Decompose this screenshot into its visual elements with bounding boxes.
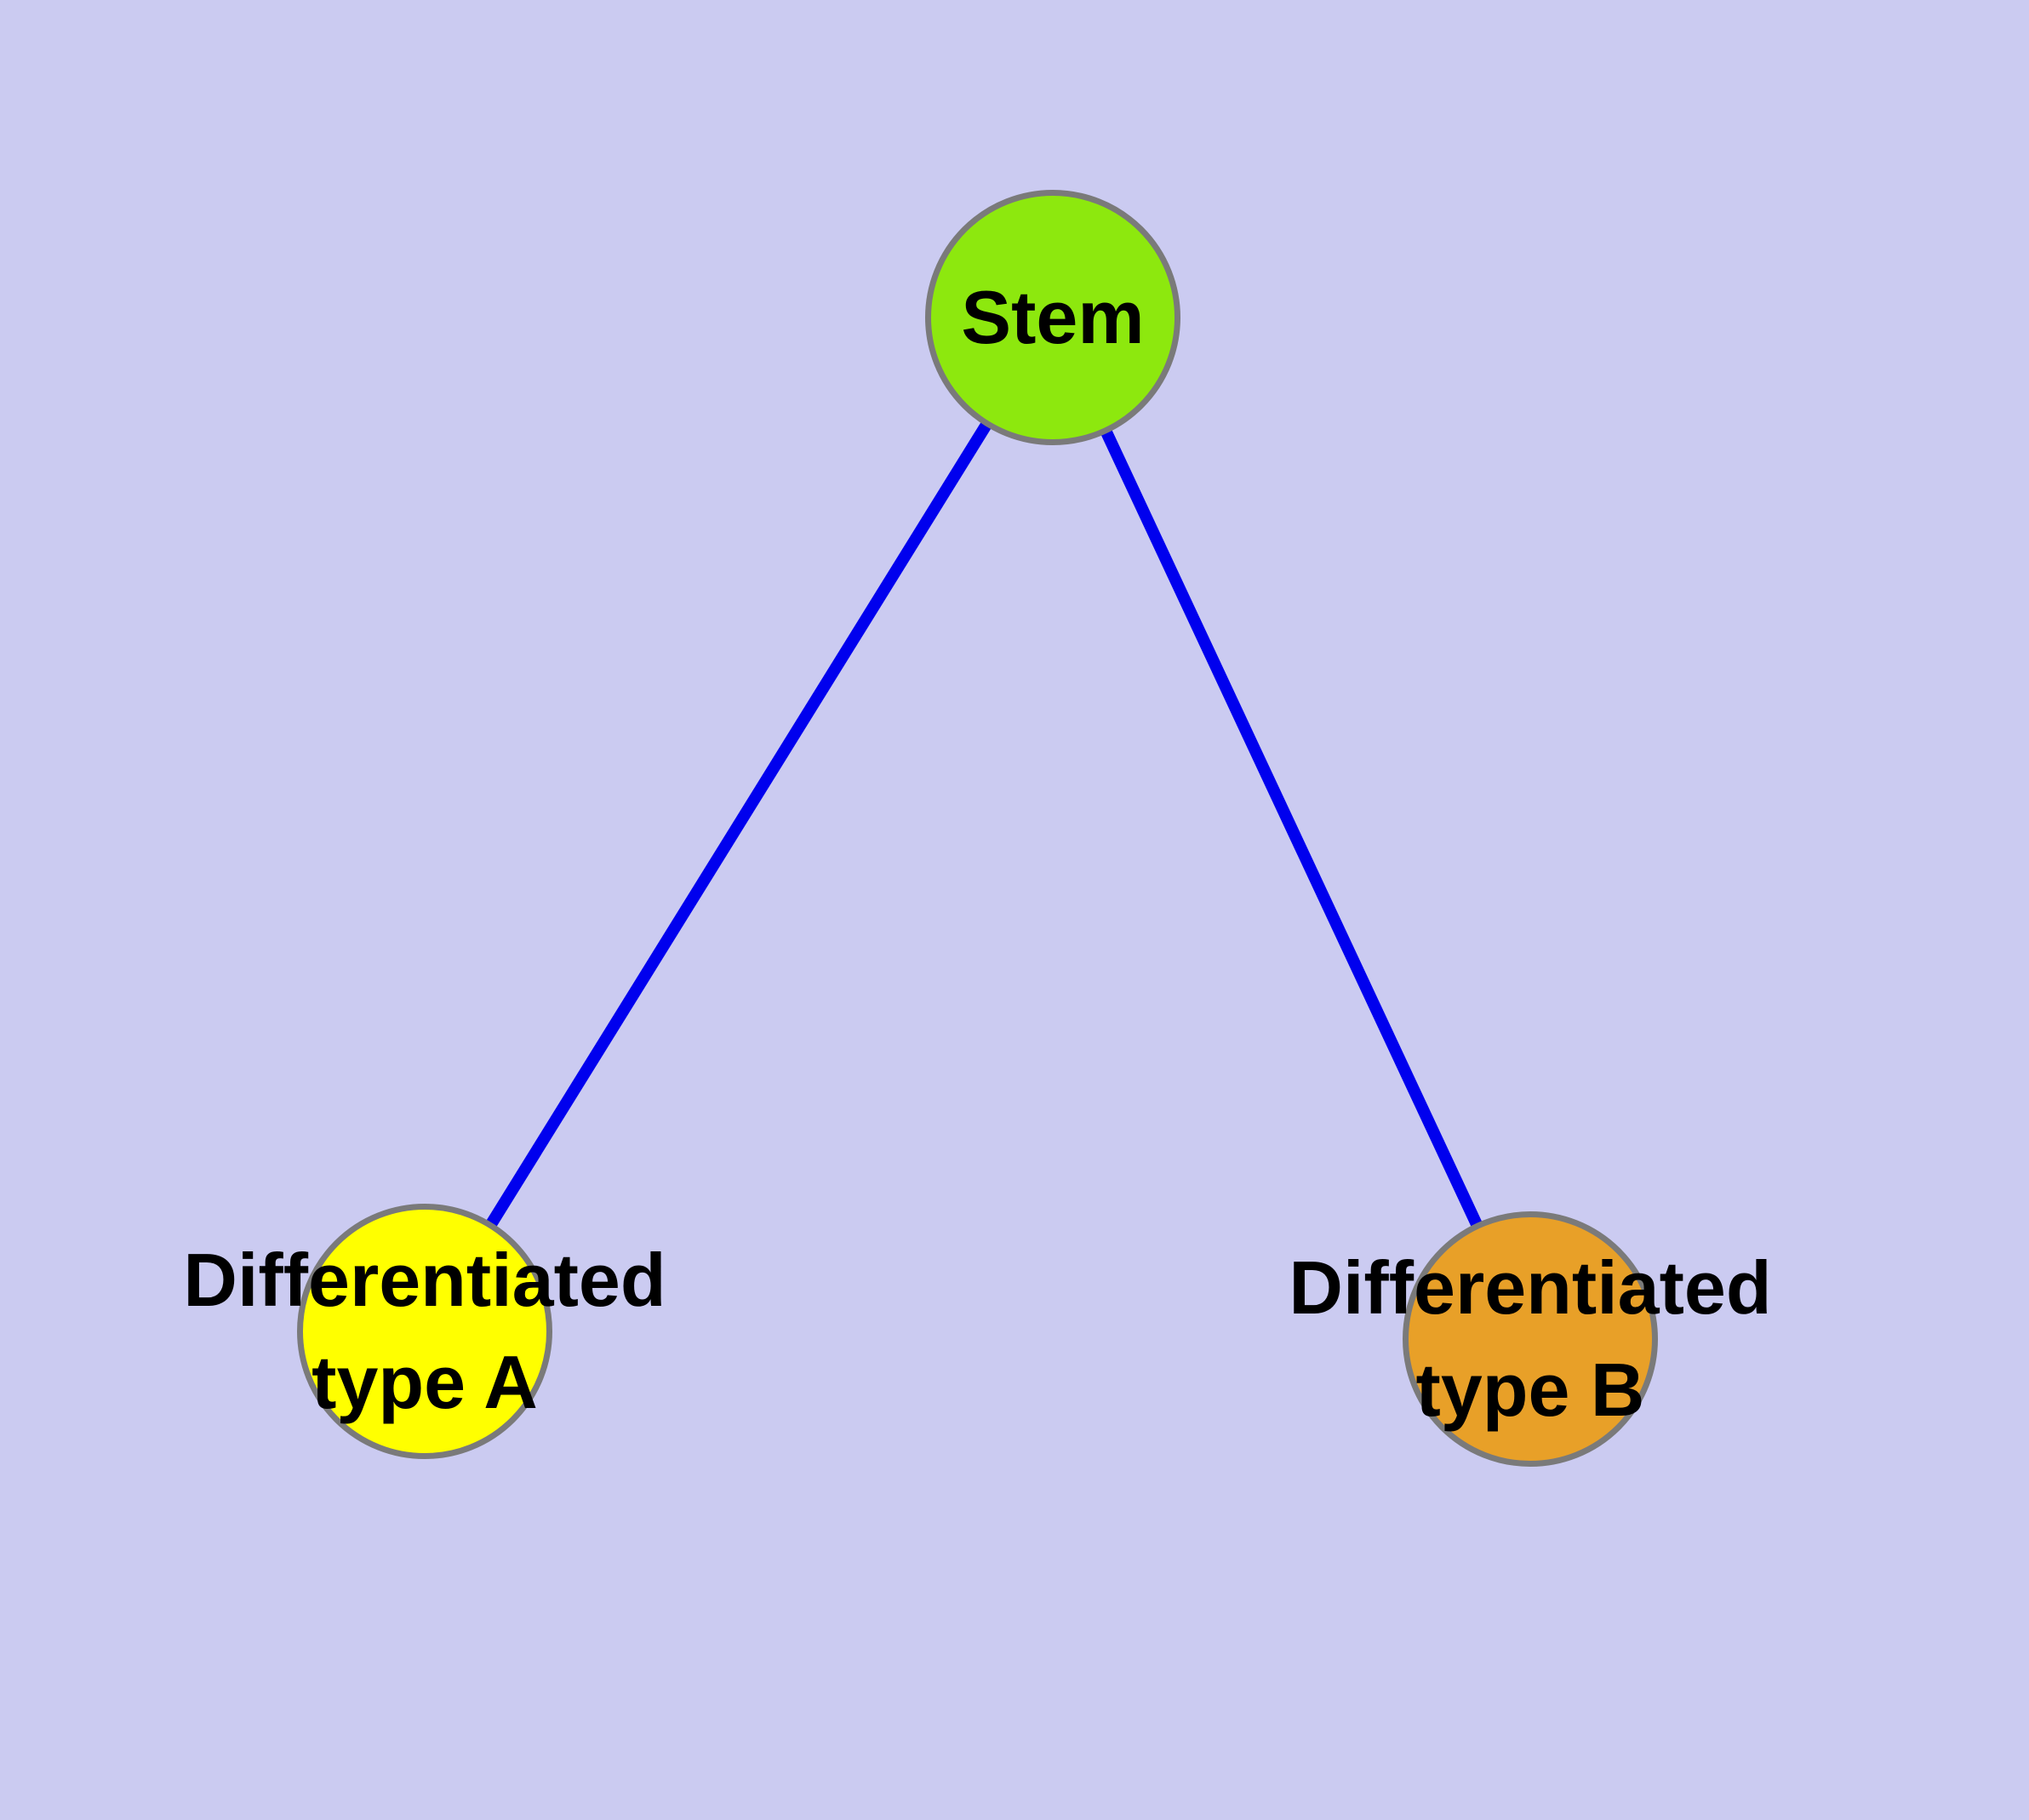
node-type-b-label-line2: type B (1415, 1348, 1645, 1432)
node-type-a-label-line1: Differentiated (183, 1238, 666, 1322)
node-type-b-label-line1: Differentiated (1289, 1245, 1772, 1330)
node-type-a-label-line2: type A (311, 1340, 538, 1424)
node-type-b-label: Differentiated type B (1105, 1237, 1956, 1441)
node-type-a-label: Differentiated type A (0, 1229, 850, 1434)
node-type-a-circle (297, 1204, 552, 1459)
node-type-b-circle (1403, 1211, 1658, 1467)
node-stem-circle (925, 190, 1180, 445)
node-stem-label: Stem (627, 266, 1478, 369)
node-stem-label-text: Stem (961, 275, 1145, 359)
edge-stem-to-type-a (420, 314, 1058, 1335)
edge-stem-to-type-b (1047, 315, 1536, 1342)
